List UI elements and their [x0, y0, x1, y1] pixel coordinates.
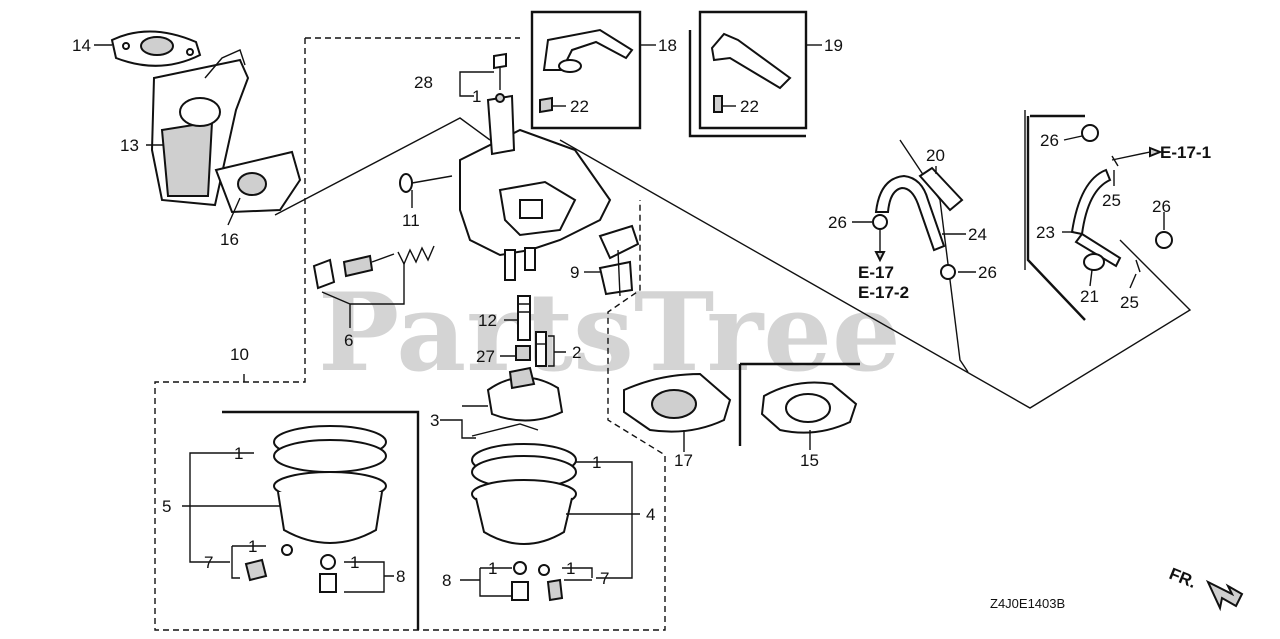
callout-14: 14	[72, 36, 91, 55]
fuel-hose-23	[1070, 168, 1122, 268]
callout-26-c: 26	[1040, 131, 1059, 150]
hose-clips	[872, 124, 1173, 280]
callout-17: 17	[674, 451, 693, 470]
front-marker-label: FR.	[1167, 564, 1200, 592]
callout-23: 23	[1036, 223, 1055, 242]
callout-28: 28	[414, 73, 433, 92]
choke-lever-18	[539, 28, 634, 114]
callout-11: 11	[402, 211, 420, 230]
lever-19	[710, 32, 792, 113]
callout-1-bowl-left: 1	[234, 444, 243, 463]
callout-numbers: 14 13 16 18 19 22 22 28 1 11 9 6 12 27 2…	[72, 36, 1171, 590]
callout-10: 10	[230, 345, 249, 364]
drain-screws	[244, 544, 564, 602]
carburetor-frame	[154, 38, 666, 631]
fuel-tube-24	[874, 174, 946, 252]
callout-6: 6	[344, 331, 353, 350]
callout-24: 24	[968, 225, 987, 244]
screw-28	[493, 52, 507, 103]
callout-21: 21	[1080, 287, 1099, 306]
callout-26-a: 26	[828, 213, 847, 232]
box-19	[698, 10, 808, 130]
callout-1-drain-left: 1	[248, 537, 257, 556]
callout-26-b: 26	[978, 263, 997, 282]
front-arrow-icon	[1205, 579, 1244, 612]
float-bowl-4	[471, 443, 577, 545]
main-jet-12	[517, 295, 531, 341]
screw-11	[399, 173, 453, 193]
callout-5: 5	[162, 497, 171, 516]
callout-25-b: 25	[1120, 293, 1139, 312]
callout-1-top: 1	[472, 87, 481, 106]
frames	[154, 10, 1192, 631]
callout-18: 18	[658, 36, 677, 55]
insulator-13	[150, 49, 250, 207]
callout-1-bowl-right: 1	[592, 453, 601, 472]
ref-e17-1: E-17-1	[1160, 143, 1211, 162]
callout-8-right: 8	[442, 571, 451, 590]
gasket-17	[623, 372, 732, 433]
parts	[110, 28, 1173, 602]
callout-19: 19	[824, 36, 843, 55]
callout-1-washer-right: 1	[488, 559, 497, 578]
reference-labels: E-17-1 E-17 E-17-2	[858, 143, 1211, 302]
callout-12: 12	[478, 311, 497, 330]
needle-valve-2	[515, 331, 547, 367]
callout-22-right: 22	[740, 97, 759, 116]
diagram-code: Z4J0E1403B	[990, 596, 1065, 611]
callout-2: 2	[572, 343, 581, 362]
float-9	[598, 224, 640, 297]
callout-13: 13	[120, 136, 139, 155]
leader-lines	[94, 44, 1165, 597]
hose-frame	[1026, 114, 1086, 321]
float-bowl-5	[273, 425, 387, 544]
callout-9: 9	[570, 263, 579, 282]
callout-26-d: 26	[1152, 197, 1171, 216]
carburetor-body	[459, 94, 612, 281]
ref-e17: E-17	[858, 263, 894, 282]
callout-8-left: 8	[396, 567, 405, 586]
callout-20: 20	[926, 146, 945, 165]
callout-27: 27	[476, 347, 495, 366]
callout-22-left: 22	[570, 97, 589, 116]
gasket-15	[760, 381, 858, 434]
callout-15: 15	[800, 451, 819, 470]
callout-1-washer-left: 1	[350, 553, 359, 572]
callout-7-left: 7	[204, 553, 213, 572]
float-3	[471, 366, 564, 437]
callout-16: 16	[220, 230, 239, 249]
bowl-subframe	[222, 410, 420, 630]
box-18	[530, 10, 642, 130]
callout-1-drain-right: 1	[566, 559, 575, 578]
ref-e17-2: E-17-2	[858, 283, 909, 302]
tube-20	[918, 166, 964, 212]
gasket-frame	[738, 362, 860, 446]
callout-4: 4	[646, 505, 655, 524]
front-marker: FR.	[1167, 564, 1244, 612]
callout-3: 3	[430, 411, 439, 430]
callout-7-right: 7	[600, 569, 609, 588]
callout-25-a: 25	[1102, 191, 1121, 210]
pilot-screw-6	[312, 245, 435, 290]
gasket-16	[214, 150, 302, 214]
gasket-14	[110, 30, 202, 67]
